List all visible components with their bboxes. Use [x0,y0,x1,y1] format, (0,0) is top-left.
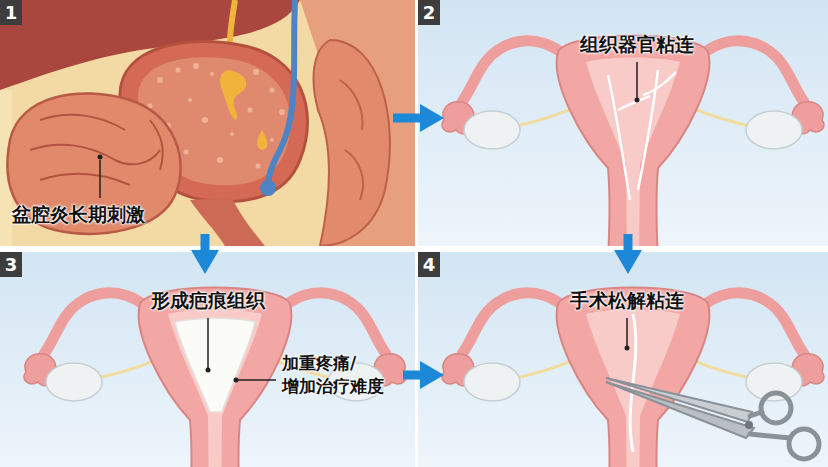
flow-arrow [403,371,420,380]
ureter [268,0,295,186]
illustration-panel: 3 形成疤痕组织加重疼痛/ 增加治疗难度 [0,252,415,467]
panel-number: 2 [418,0,440,25]
leader-dot [98,155,103,160]
panel-caption: 盆腔炎长期刺激 [12,202,145,227]
adhesion-illustration [418,0,828,246]
uterus [24,288,406,467]
panel-caption: 组织器官粘连 [580,32,694,57]
flow-arrow [393,114,420,123]
rectum-folds [340,80,363,200]
leader-dot [635,98,640,103]
flow-arrow [624,234,633,250]
fat-layer [0,0,415,246]
leader-line [636,62,638,98]
leader-line [207,318,209,368]
panel-number: 1 [0,0,22,25]
intestine-folds [30,115,163,185]
pelvis-illustration [0,0,415,246]
surgery-illustration [418,252,828,467]
panel-caption: 手术松解粘连 [570,288,684,313]
leader-line [626,318,628,346]
pus-drop [257,130,267,150]
illustration-panel: 2 组织器官粘连 [418,0,828,246]
illustration-panel: 1 盆腔炎长期刺激 [0,0,415,246]
leader-dot [625,346,630,351]
scar-tissue [175,318,255,412]
rectum [314,40,390,246]
scar-illustration [0,252,415,467]
leader-line [238,379,276,381]
intestine [7,93,180,233]
surgical-scissors [606,378,819,459]
leader-dot [206,368,211,373]
panel-caption: 加重疼痛/ 增加治疗难度 [282,352,394,398]
panel-number: 4 [418,252,440,277]
ureter-end [260,180,276,196]
flow-arrow [201,234,210,250]
leader-dot [234,378,239,383]
panel-number: 3 [0,252,22,277]
uterus [442,288,824,467]
tissue [300,0,415,246]
panel-caption: 形成疤痕组织 [151,288,265,313]
adhesion-lines [608,70,676,200]
leader-line [99,160,101,198]
illustration-panel: 4 手术松解粘连 [418,252,828,467]
uterus [442,36,824,247]
pus-drip [220,70,246,120]
